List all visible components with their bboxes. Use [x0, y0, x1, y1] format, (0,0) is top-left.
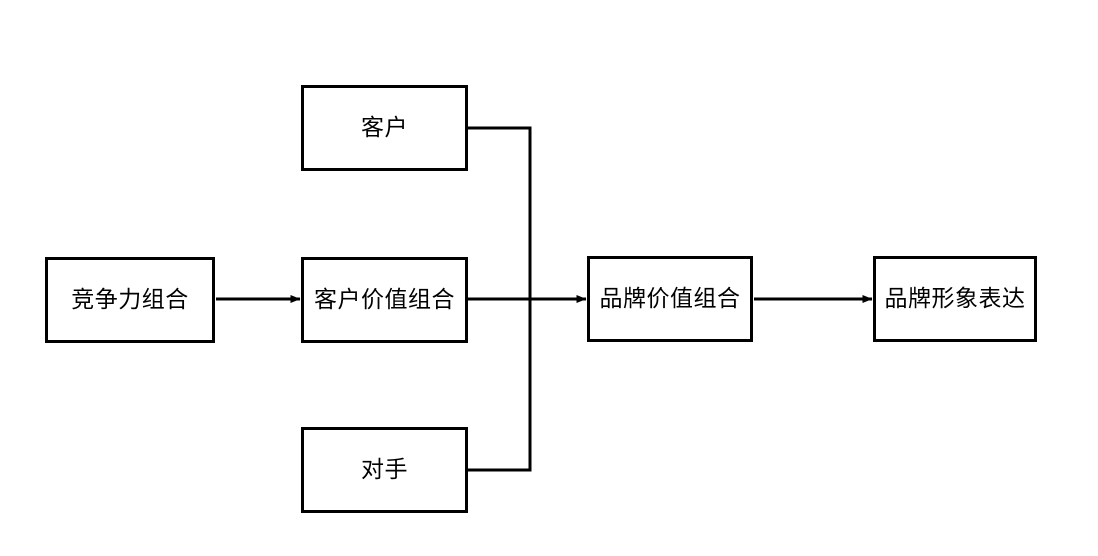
- edge-opponent-to-bus: [468, 299, 532, 472]
- node-customer[interactable]: 客户: [301, 85, 468, 171]
- node-brand-value[interactable]: 品牌价值组合: [587, 256, 753, 342]
- node-competitiveness[interactable]: 竞争力组合: [45, 257, 215, 343]
- node-competitiveness-label: 竞争力组合: [71, 286, 189, 313]
- edge-customer-to-bus: [468, 126, 532, 299]
- node-customer-value-label: 客户价值组合: [314, 286, 455, 313]
- node-customer-value[interactable]: 客户价值组合: [301, 257, 468, 343]
- node-opponent[interactable]: 对手: [301, 427, 468, 513]
- node-brand-image-label: 品牌形象表达: [884, 285, 1026, 312]
- node-brand-value-label: 品牌价值组合: [599, 285, 741, 312]
- node-customer-label: 客户: [361, 114, 408, 141]
- node-brand-image[interactable]: 品牌形象表达: [873, 256, 1037, 342]
- node-opponent-label: 对手: [361, 456, 408, 483]
